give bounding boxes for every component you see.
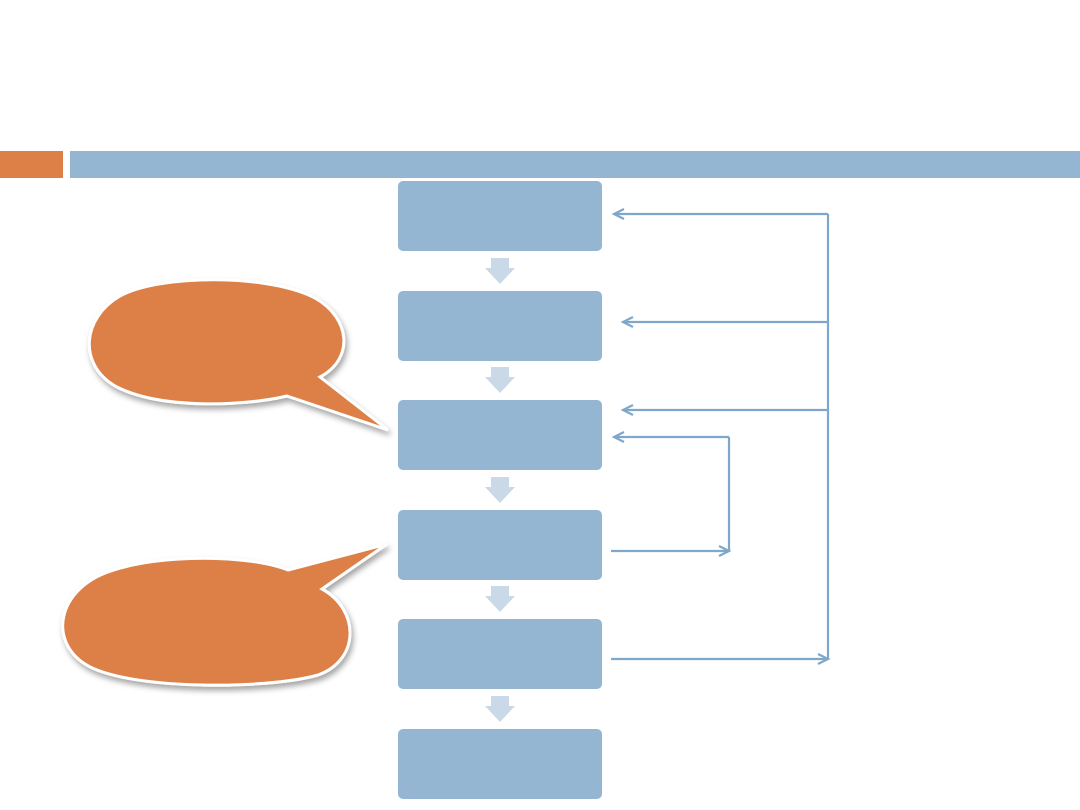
callouts bbox=[61, 278, 389, 687]
callout-lower-bubble bbox=[61, 542, 388, 687]
title-accent-orange-bar bbox=[0, 151, 63, 178]
step-box-4 bbox=[398, 510, 602, 580]
callout-lower bbox=[61, 542, 388, 687]
callout-upper bbox=[87, 278, 389, 432]
down-arrow-2 bbox=[485, 367, 515, 393]
callout-upper-bubble bbox=[87, 278, 389, 432]
down-arrow-1 bbox=[485, 258, 515, 284]
step-box-2 bbox=[398, 291, 602, 361]
down-arrow-4 bbox=[485, 586, 515, 612]
step-box-1 bbox=[398, 181, 602, 251]
down-arrows bbox=[485, 258, 515, 722]
step-box-5 bbox=[398, 619, 602, 689]
feedback-connectors bbox=[611, 208, 831, 665]
step-box-3 bbox=[398, 400, 602, 470]
down-arrow-3 bbox=[485, 477, 515, 503]
title-accent-blue-bar bbox=[70, 151, 1080, 178]
step-box-6 bbox=[398, 729, 602, 799]
down-arrow-5 bbox=[485, 696, 515, 722]
